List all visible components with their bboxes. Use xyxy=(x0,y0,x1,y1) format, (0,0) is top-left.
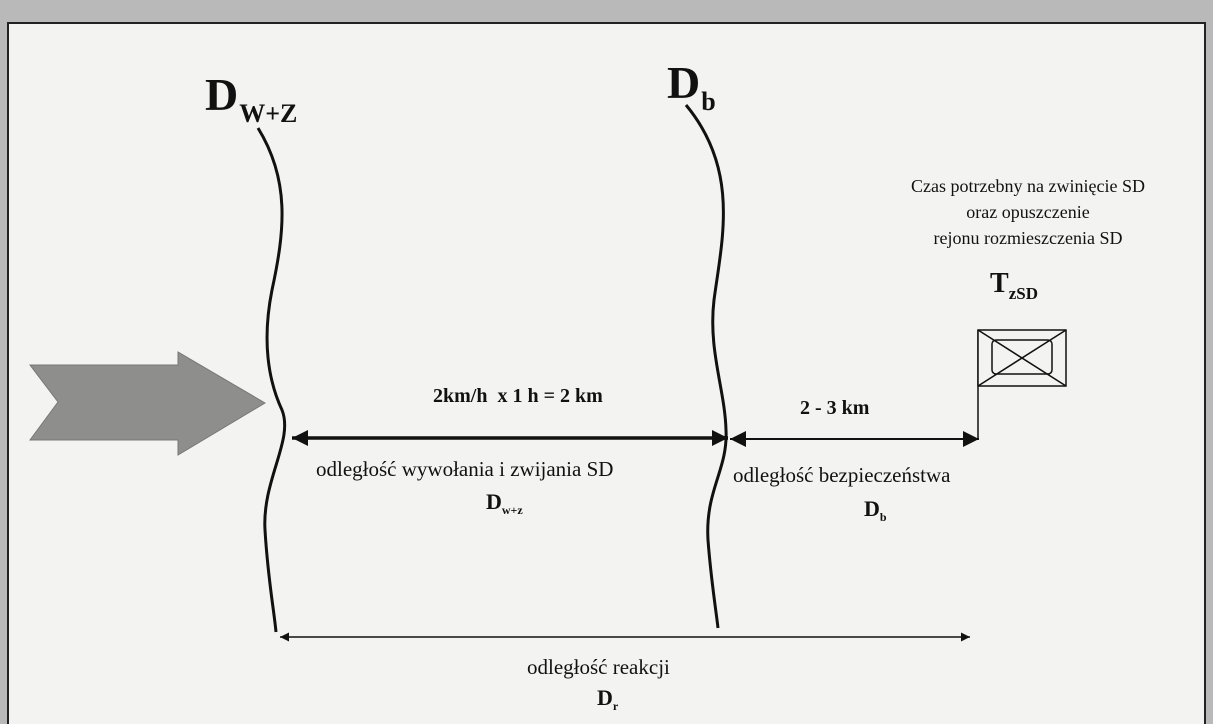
time-note: Czas potrzebny na zwinięcie SD oraz opus… xyxy=(858,173,1198,251)
label-dwz: DW+Z xyxy=(205,69,298,128)
boundary-line-db xyxy=(684,104,728,629)
time-note-line-3: rejonu rozmieszczenia SD xyxy=(933,228,1123,248)
label-db: Db xyxy=(667,57,716,116)
safety-distance-symbol: Db xyxy=(864,496,887,524)
reaction-distance-label: odległość reakcji xyxy=(527,655,670,679)
safety-distance-label: odległość bezpieczeństwa xyxy=(733,463,951,487)
time-note-line-1: Czas potrzebny na zwinięcie SD xyxy=(911,176,1145,196)
advance-arrow-icon xyxy=(28,351,266,456)
reaction-distance-symbol: Dr xyxy=(597,685,619,713)
safety-range-label: 2 - 3 km xyxy=(800,397,870,419)
boundary-line-dwz xyxy=(256,127,287,633)
unit-flag-icon xyxy=(977,329,1067,440)
call-distance-label: odległość wywołania i zwijania SD xyxy=(316,457,614,481)
time-symbol: TzSD xyxy=(990,268,1038,303)
speed-formula: 2km/h x 1 h = 2 km xyxy=(433,385,603,407)
call-distance-symbol: Dw+z xyxy=(486,489,523,517)
time-note-line-2: oraz opuszczenie xyxy=(966,202,1090,222)
